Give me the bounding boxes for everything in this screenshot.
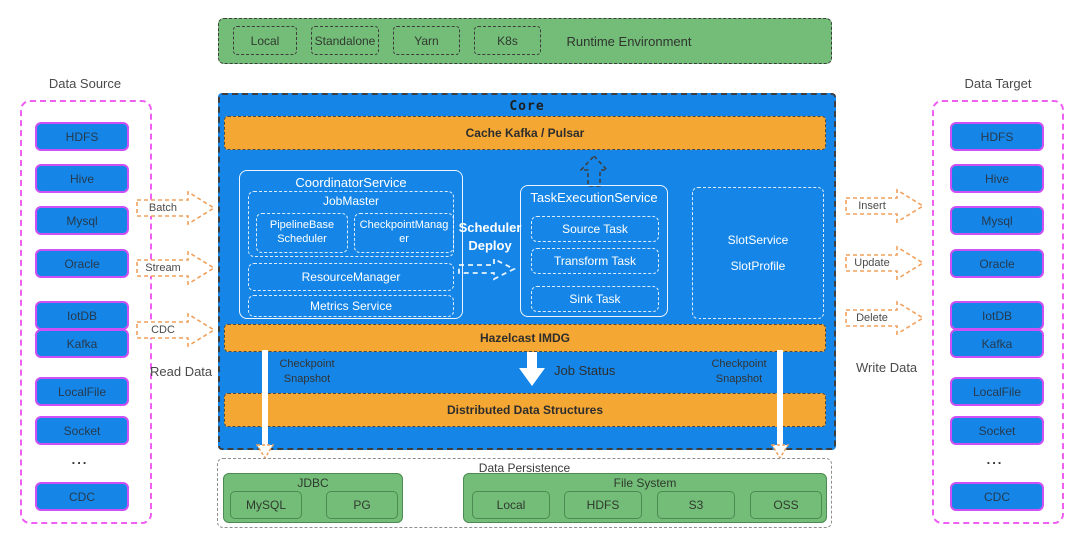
resource-manager-box: ResourceManager — [248, 263, 454, 291]
pipelinebase-scheduler-box: PipelineBase Scheduler — [256, 213, 348, 253]
source-item-mysql: Mysql — [35, 206, 129, 235]
scheduler-deploy-label: Scheduler Deploy — [458, 220, 522, 253]
core-title: Core — [509, 99, 545, 114]
task-execution-service-title: TaskExecutionService — [530, 190, 658, 205]
checkpoint-manager-box: CheckpointManager — [354, 213, 454, 253]
runtime-item-yarn: Yarn — [393, 26, 460, 55]
target-item-hdfs: HDFS — [950, 122, 1044, 151]
checkpoint-snapshot-right-label: Checkpoint Snapshot — [711, 358, 767, 385]
job-status-arrow-icon — [518, 351, 546, 392]
jdbc-item-mysql: MySQL — [230, 491, 302, 519]
job-master-box: JobMaster PipelineBase Scheduler Checkpo… — [248, 191, 454, 257]
runtime-environment-panel: Local Standalone Yarn K8s Runtime Enviro… — [218, 18, 832, 64]
source-item-kafka: Kafka — [35, 329, 129, 358]
file-system-title: File System — [613, 476, 677, 490]
target-item-socket: Socket — [950, 416, 1044, 445]
task-execution-service-box: TaskExecutionService Source Task Transfo… — [520, 185, 668, 317]
jdbc-title: JDBC — [297, 476, 329, 490]
target-item-cdc: CDC — [950, 482, 1044, 511]
scheduler-deploy-arrow-icon — [458, 257, 517, 286]
runtime-item-label: K8s — [497, 33, 518, 48]
distributed-data-structures-bar: Distributed Data Structures — [224, 393, 826, 427]
source-item-localfile: LocalFile — [35, 377, 129, 406]
source-item-hive: Hive — [35, 164, 129, 193]
data-source-panel — [20, 100, 152, 524]
coordinator-service-title: CoordinatorService — [295, 175, 407, 190]
update-arrow-icon: Update — [845, 245, 925, 281]
update-arrow-label: Update — [854, 257, 890, 269]
coordinator-service-box: CoordinatorService JobMaster PipelineBas… — [239, 170, 463, 319]
stream-arrow-label: Stream — [145, 262, 181, 274]
file-system-box: File System Local HDFS S3 OSS — [463, 473, 827, 523]
checkpoint-flow-arrowhead-right — [770, 444, 790, 465]
sink-task-box: Sink Task — [531, 286, 659, 312]
write-data-label: Write Data — [856, 360, 918, 375]
runtime-item-standalone: Standalone — [311, 26, 379, 55]
hazelcast-imdg-bar: Hazelcast IMDG — [224, 324, 826, 352]
target-item-mysql: Mysql — [950, 206, 1044, 235]
fs-item-oss: OSS — [750, 491, 822, 519]
data-target-panel — [932, 100, 1064, 524]
batch-arrow-label: Batch — [148, 202, 178, 214]
cache-kafka-pulsar-bar: Cache Kafka / Pulsar — [224, 116, 826, 150]
jdbc-item-pg: PG — [326, 491, 398, 519]
transform-task-box: Transform Task — [531, 248, 659, 274]
fs-item-s3: S3 — [657, 491, 735, 519]
core-panel: Core Cache Kafka / Pulsar CoordinatorSer… — [218, 93, 836, 450]
batch-arrow-icon: Batch — [136, 190, 216, 226]
insert-arrow-label: Insert — [858, 200, 886, 212]
runtime-item-local: Local — [233, 26, 297, 55]
read-data-label: Read Data — [150, 364, 213, 379]
checkpoint-snapshot-left-label: Checkpoint Snapshot — [279, 358, 335, 385]
job-master-title: JobMaster — [322, 194, 380, 208]
target-item-kafka: Kafka — [950, 329, 1044, 358]
checkpoint-flow-arrowhead-left — [255, 444, 275, 465]
job-status-label: Job Status — [554, 363, 616, 378]
cdc-arrow-label: CDC — [151, 324, 175, 336]
slot-service-box: SlotService SlotProfile — [692, 187, 824, 319]
delete-arrow-icon: Delete — [845, 300, 925, 336]
insert-arrow-icon: Insert — [845, 188, 925, 224]
cdc-arrow-icon: CDC — [136, 312, 216, 348]
runtime-environment-label: Runtime Environment — [566, 33, 692, 49]
slot-profile-label: SlotProfile — [730, 259, 786, 273]
source-item-iotdb: IotDB — [35, 301, 129, 330]
checkpoint-flow-line-left — [262, 350, 268, 446]
target-item-iotdb: IotDB — [950, 301, 1044, 330]
metrics-service-box: Metrics Service — [248, 295, 454, 317]
fs-item-local: Local — [472, 491, 550, 519]
source-item-hdfs: HDFS — [35, 122, 129, 151]
data-source-title: Data Source — [48, 76, 122, 91]
runtime-item-label: Local — [250, 33, 280, 48]
target-item-hive: Hive — [950, 164, 1044, 193]
source-item-cdc: CDC — [35, 482, 129, 511]
fs-item-hdfs: HDFS — [564, 491, 642, 519]
data-target-title: Data Target — [964, 76, 1032, 91]
runtime-item-label: Standalone — [314, 33, 376, 48]
target-items-ellipsis: ... — [986, 452, 1004, 467]
stream-arrow-icon: Stream — [136, 250, 216, 286]
source-task-box: Source Task — [531, 216, 659, 242]
data-persistence-panel: Data Persistence JDBC MySQL PG File Syst… — [217, 458, 832, 528]
source-item-oracle: Oracle — [35, 249, 129, 278]
target-item-oracle: Oracle — [950, 249, 1044, 278]
target-item-localfile: LocalFile — [950, 377, 1044, 406]
slot-service-label: SlotService — [727, 233, 789, 247]
jdbc-box: JDBC MySQL PG — [223, 473, 403, 523]
runtime-item-k8s: K8s — [474, 26, 541, 55]
checkpoint-flow-line-right — [777, 350, 783, 446]
delete-arrow-label: Delete — [856, 312, 888, 324]
data-persistence-title: Data Persistence — [478, 461, 571, 475]
source-item-socket: Socket — [35, 416, 129, 445]
runtime-item-label: Yarn — [414, 33, 439, 48]
source-items-ellipsis: ... — [71, 452, 89, 467]
